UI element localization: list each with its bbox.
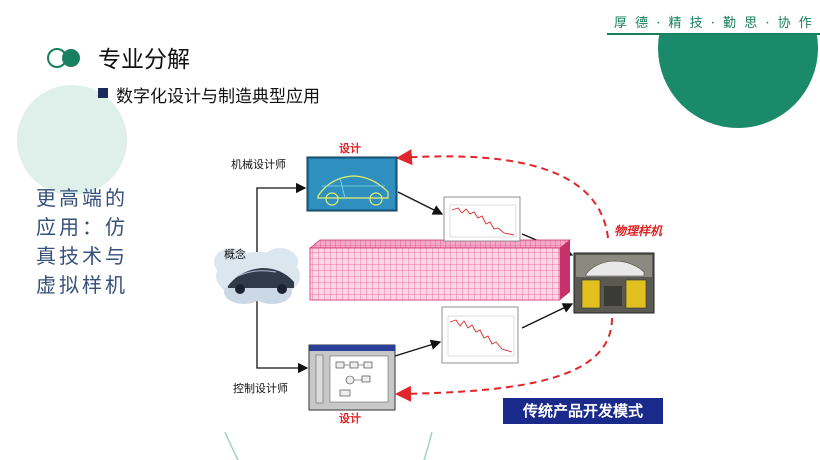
design-label-top: 设计: [339, 142, 361, 155]
side-text-line: 真技术与: [36, 244, 128, 268]
pale-circle-decoration: [17, 85, 127, 195]
feedback-arrow-top: [396, 149, 609, 239]
control-software-image: [308, 344, 396, 411]
connector-concept-to-mech: [256, 182, 307, 252]
title-circles-icon: [47, 48, 80, 68]
dev-mode-caption: 传统产品开发模式: [503, 398, 663, 424]
process-bar: [308, 239, 572, 301]
connector-concept-to-control: [256, 300, 309, 374]
header-motto: 厚 德 · 精 技 · 勤 思 · 协 作: [614, 16, 814, 31]
side-text-line: 更高端的: [36, 186, 128, 210]
section-title: 专业分解: [98, 47, 190, 73]
physical-prototype-label: 物理样机: [614, 224, 663, 238]
header-rule: [607, 33, 820, 35]
concept-cloud-image: [214, 248, 300, 304]
analysis-plot-top: [443, 196, 521, 242]
connector-control-to-analysis: [394, 339, 442, 357]
physical-prototype-image: [573, 252, 655, 314]
subtitle-bullet-icon: [98, 88, 108, 98]
concept-label: 概念: [224, 248, 246, 261]
side-text-line: 应用：仿: [36, 215, 128, 239]
analysis-plot-bottom: [441, 306, 519, 364]
side-text-line: 虚拟样机: [36, 273, 128, 297]
design-label-bottom: 设计: [339, 412, 361, 425]
side-text: 更高端的 应用：仿 真技术与 虚拟样机: [36, 184, 136, 300]
control-designer-label: 控制设计师: [233, 382, 288, 395]
connector-mech-to-analysis: [397, 191, 444, 215]
connector-analysis-to-prototype-bottom: [521, 303, 574, 329]
cad-car-image: [306, 156, 398, 212]
section-subtitle: 数字化设计与制造典型应用: [116, 87, 320, 107]
mech-designer-label: 机械设计师: [231, 158, 286, 171]
